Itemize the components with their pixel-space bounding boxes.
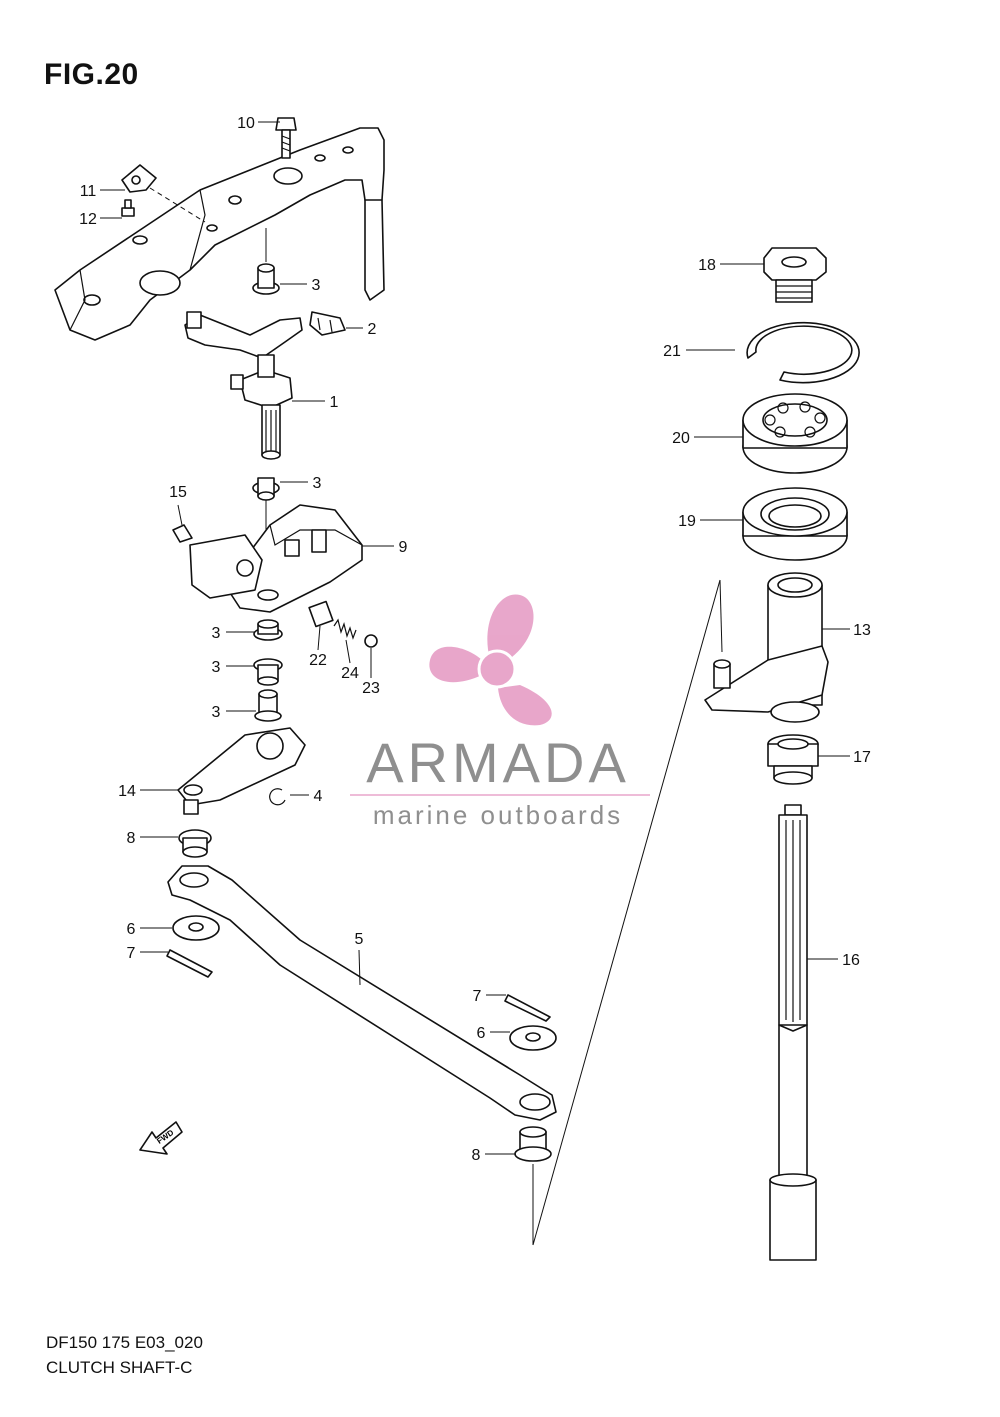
part-9-shift-guide (189, 504, 363, 613)
part-19-seal (742, 487, 848, 561)
callout-label-c14: 14 (118, 783, 136, 800)
callout-label-c1: 1 (330, 394, 339, 411)
armada-watermark: ARMADA marine outboards (350, 594, 650, 830)
callout-label-c9: 9 (399, 539, 408, 556)
callout-label-c24: 24 (341, 665, 359, 682)
callout-label-c3b: 3 (313, 475, 322, 492)
part-6-washer-left (172, 915, 220, 941)
callout-label-c11: 11 (80, 183, 97, 200)
callout-label-c17: 17 (853, 749, 871, 766)
part-20-bearing (742, 393, 848, 474)
part-16-clutch-shaft (769, 804, 817, 1261)
part-5-link-rod (167, 865, 557, 1121)
figure-title: FIG.20 (44, 58, 139, 91)
part-11-plate (121, 164, 157, 193)
fwd-arrow-icon: FWD (139, 1121, 183, 1155)
part-12-screw (121, 199, 135, 217)
figure-code: DF150 175 E03_020 (46, 1333, 203, 1352)
part-2-clip (309, 311, 346, 336)
callout-label-c15: 15 (169, 484, 187, 501)
callout-label-c7a: 7 (127, 945, 136, 962)
part-21-circlip (746, 321, 860, 384)
part-10-bolt (275, 117, 297, 159)
part-17-bush (767, 734, 819, 785)
figure-name: CLUTCH SHAFT-C (46, 1358, 193, 1377)
callout-leaders (100, 121, 850, 1155)
callout-label-c20: 20 (672, 430, 690, 447)
part-7-cotter-pin-right (504, 994, 551, 1022)
callout-label-c2: 2 (368, 321, 377, 338)
callout-leader-c15 (177, 504, 183, 526)
callout-label-c6a: 6 (127, 921, 136, 938)
part-23-ball (364, 634, 378, 648)
callout-label-c12: 12 (79, 211, 97, 228)
callout-label-c22: 22 (309, 652, 327, 669)
callout-label-c3c: 3 (212, 625, 221, 642)
watermark-tagline: marine outboards (373, 800, 623, 830)
part-3-bush-c (254, 689, 282, 722)
part-8-bush-left (178, 829, 212, 858)
callout-label-c16: 16 (842, 952, 860, 969)
callout-label-c3e: 3 (212, 704, 221, 721)
part-8-bush-right (514, 1126, 552, 1162)
part-4-circlip (269, 788, 286, 806)
callout-label-c23: 23 (362, 680, 380, 697)
callout-label-c21: 21 (663, 343, 681, 360)
callout-label-c4: 4 (314, 788, 323, 805)
callout-label-c6b: 6 (477, 1025, 486, 1042)
part-24-spring (333, 618, 357, 640)
watermark-brand: ARMADA (366, 731, 630, 794)
part-3-bush-upper (252, 263, 280, 295)
callout-label-c18: 18 (698, 257, 716, 274)
callout-label-c3a: 3 (312, 277, 321, 294)
callout-label-c8a: 8 (127, 830, 136, 847)
callout-label-c8b: 8 (472, 1147, 481, 1164)
callout-label-c19: 19 (678, 513, 696, 530)
part-13-clutch-lever (704, 572, 829, 723)
armada-propeller-logo-icon (429, 594, 552, 726)
part-14-lever (177, 727, 306, 815)
part-3-bush-mid (252, 477, 280, 501)
part-6-washer-right (509, 1025, 557, 1051)
part-3-bush-b (253, 658, 283, 686)
part-7-cotter-pin-left (166, 949, 213, 978)
shift-bracket (54, 127, 385, 341)
callout-leader-c5 (358, 949, 361, 986)
part-3-bush-a (253, 619, 283, 641)
callout-label-c13: 13 (853, 622, 871, 639)
callout-label-c5: 5 (355, 931, 364, 948)
callout-label-c3d: 3 (212, 659, 221, 676)
part-1-shift-lever (184, 311, 303, 460)
part-18-plug (763, 247, 827, 303)
callout-leader-c24 (345, 639, 351, 664)
callout-label-c7b: 7 (473, 988, 482, 1005)
callout-leader-c22 (317, 625, 321, 651)
part-15-screw (172, 524, 193, 543)
callout-label-c10: 10 (237, 115, 255, 132)
part-22-pin (308, 600, 334, 628)
